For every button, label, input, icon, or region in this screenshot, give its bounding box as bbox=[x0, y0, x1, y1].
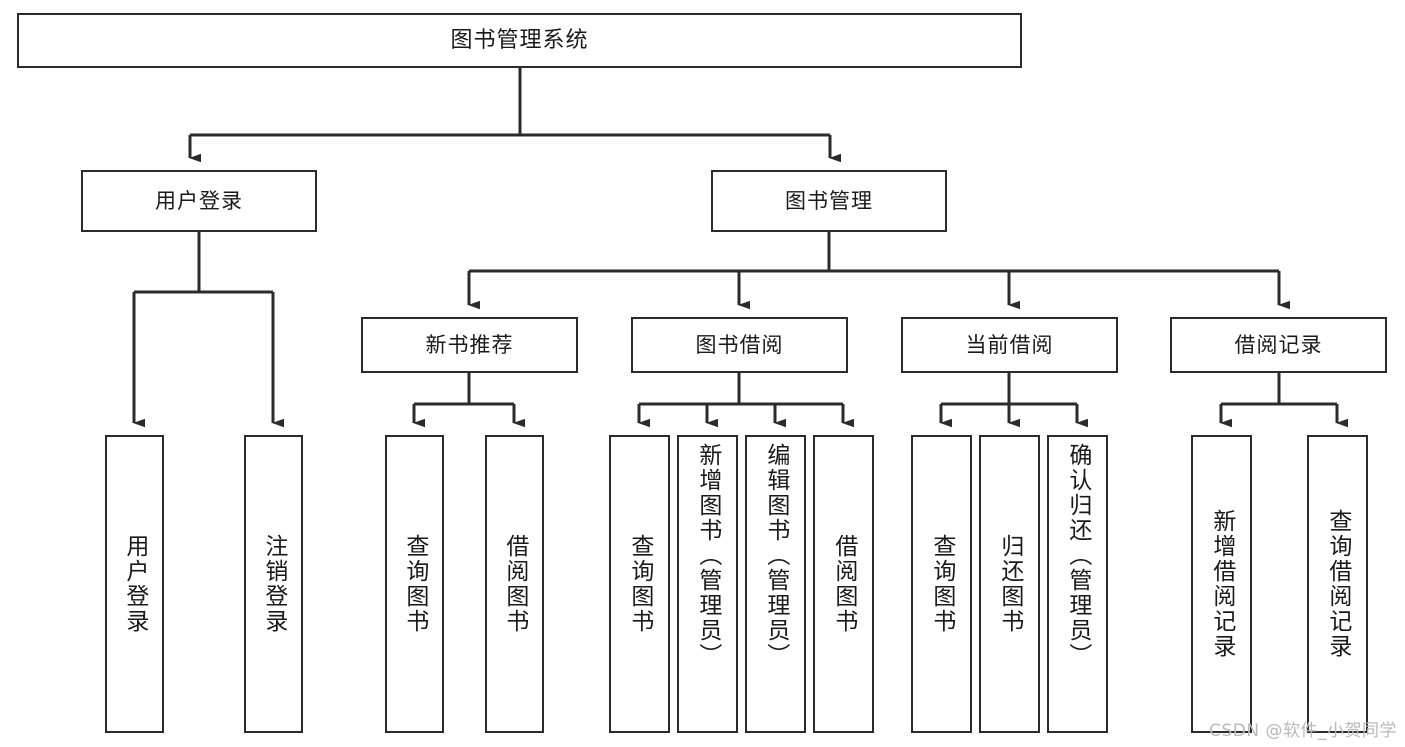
leaf-label: 归还图书 bbox=[996, 534, 1023, 634]
leaf-label: 查询图书 bbox=[928, 534, 955, 634]
leaf-new-book-borrow-book[interactable]: 借阅图书 bbox=[485, 435, 544, 733]
leaf-book-borrow-edit-book-admin[interactable]: 编辑图书（管理员） bbox=[745, 435, 806, 733]
leaf-label: 新增图书（管理员） bbox=[694, 443, 721, 668]
leaf-current-borrow-query-book[interactable]: 查询图书 bbox=[911, 435, 972, 733]
node-book-management[interactable]: 图书管理 bbox=[711, 170, 947, 232]
node-label: 图书借阅 bbox=[695, 332, 784, 357]
node-current-borrow[interactable]: 当前借阅 bbox=[901, 317, 1118, 373]
node-user-login[interactable]: 用户登录 bbox=[81, 170, 317, 232]
node-label: 借阅记录 bbox=[1234, 332, 1323, 357]
leaf-label: 注销登录 bbox=[260, 534, 287, 634]
node-label: 图书管理 bbox=[785, 188, 873, 213]
leaf-book-borrow-query-book[interactable]: 查询图书 bbox=[609, 435, 670, 733]
leaf-user-login-login[interactable]: 用户登录 bbox=[105, 435, 164, 733]
leaf-borrow-record-query-record[interactable]: 查询借阅记录 bbox=[1307, 435, 1368, 733]
node-new-book-recommend[interactable]: 新书推荐 bbox=[361, 317, 578, 373]
node-root-book-management-system[interactable]: 图书管理系统 bbox=[17, 13, 1022, 68]
leaf-borrow-record-add-record[interactable]: 新增借阅记录 bbox=[1191, 435, 1252, 733]
leaf-current-borrow-confirm-return-admin[interactable]: 确认归还（管理员） bbox=[1047, 435, 1108, 733]
leaf-label: 编辑图书（管理员） bbox=[762, 443, 789, 668]
leaf-book-borrow-borrow-book[interactable]: 借阅图书 bbox=[813, 435, 874, 733]
node-label: 用户登录 bbox=[155, 188, 243, 213]
node-borrow-record[interactable]: 借阅记录 bbox=[1170, 317, 1387, 373]
node-label: 新书推荐 bbox=[425, 332, 514, 357]
node-book-borrow[interactable]: 图书借阅 bbox=[631, 317, 848, 373]
leaf-book-borrow-add-book-admin[interactable]: 新增图书（管理员） bbox=[677, 435, 738, 733]
leaf-new-book-query-book[interactable]: 查询图书 bbox=[385, 435, 444, 733]
leaf-label: 查询借阅记录 bbox=[1324, 509, 1351, 659]
node-label: 图书管理系统 bbox=[450, 27, 589, 53]
leaf-label: 用户登录 bbox=[121, 534, 148, 634]
leaf-user-login-logout[interactable]: 注销登录 bbox=[244, 435, 303, 733]
leaf-label: 查询图书 bbox=[401, 534, 428, 634]
node-label: 当前借阅 bbox=[965, 332, 1054, 357]
leaf-label: 查询图书 bbox=[626, 534, 653, 634]
leaf-label: 借阅图书 bbox=[501, 534, 528, 634]
leaf-label: 借阅图书 bbox=[830, 534, 857, 634]
leaf-current-borrow-return-book[interactable]: 归还图书 bbox=[979, 435, 1040, 733]
leaf-label: 新增借阅记录 bbox=[1208, 509, 1235, 659]
leaf-label: 确认归还（管理员） bbox=[1064, 443, 1091, 668]
csdn-watermark: CSDN @软件_小贺同学 bbox=[1209, 721, 1397, 741]
